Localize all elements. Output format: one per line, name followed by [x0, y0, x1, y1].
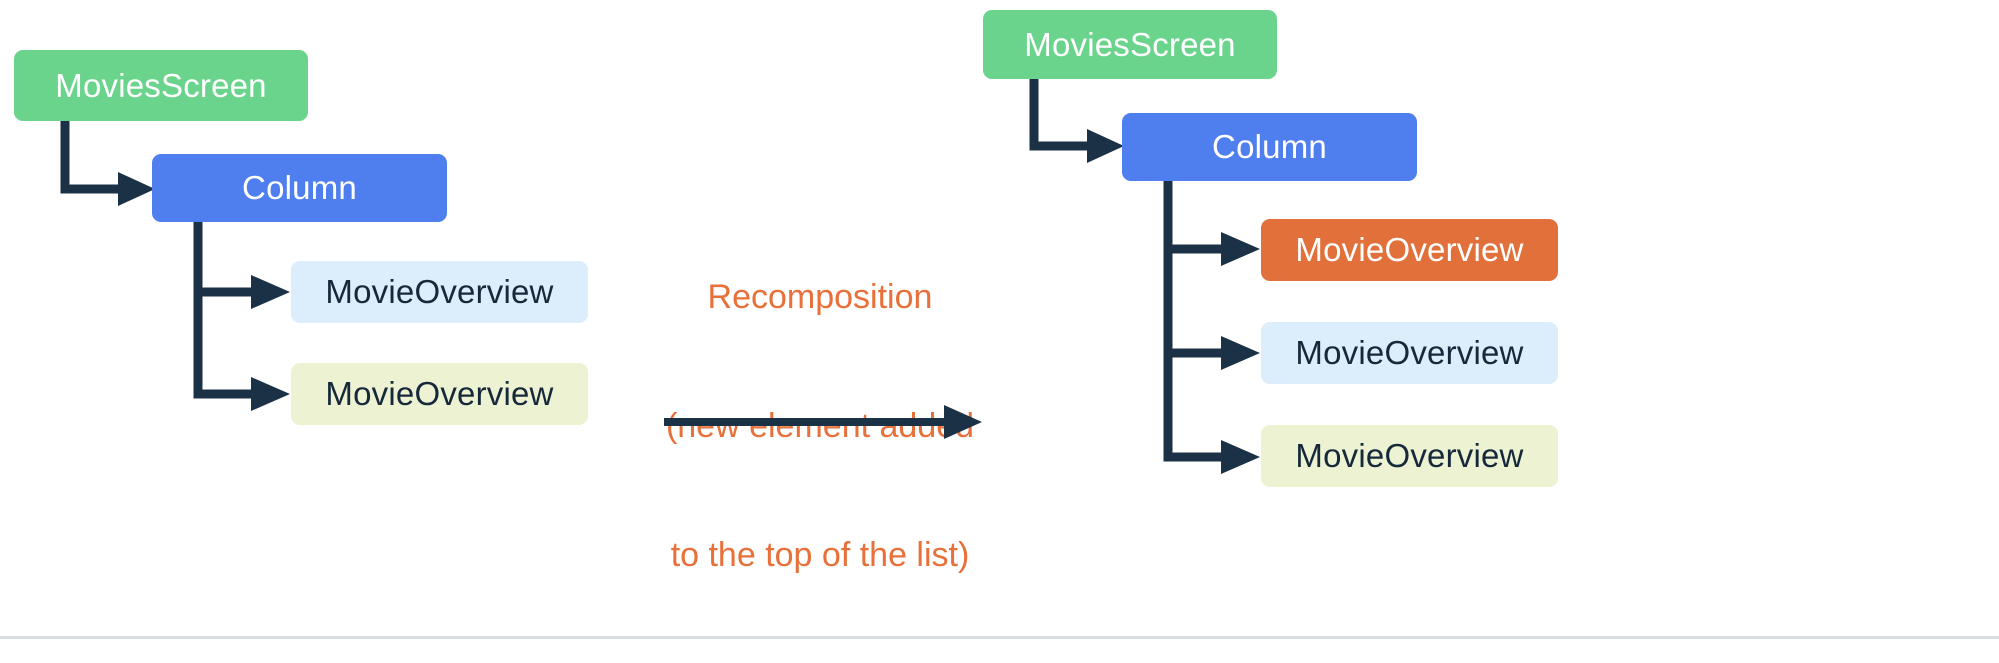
before-node-moviesscreen[interactable]: MoviesScreen [14, 50, 308, 121]
caption-line-2: (new element added [665, 407, 975, 445]
after-node-movieoverview-new[interactable]: MovieOverview [1261, 219, 1558, 281]
node-label: Column [1212, 128, 1327, 165]
after-node-column[interactable]: Column [1122, 113, 1417, 181]
node-label: MovieOverview [1295, 231, 1524, 268]
after-node-moviesscreen[interactable]: MoviesScreen [983, 10, 1277, 79]
caption-line-1: Recomposition [707, 278, 933, 316]
connector-before-column-to-children [193, 222, 303, 412]
diagram-canvas: MoviesScreen Column MovieOverview MovieO… [0, 10, 1999, 639]
after-node-movieoverview-2[interactable]: MovieOverview [1261, 322, 1558, 384]
after-node-movieoverview-3[interactable]: MovieOverview [1261, 425, 1558, 487]
node-label: MovieOverview [325, 375, 554, 412]
caption-line-3: to the top of the list) [670, 536, 970, 574]
before-node-column[interactable]: Column [152, 154, 447, 222]
node-label: Column [242, 169, 357, 206]
before-node-movieoverview-1[interactable]: MovieOverview [291, 261, 588, 323]
connector-before-screen-to-column [60, 121, 160, 206]
connector-after-column-to-children [1163, 181, 1273, 476]
bottom-divider [0, 636, 1999, 639]
node-label: MoviesScreen [1024, 25, 1236, 63]
node-label: MovieOverview [1295, 334, 1524, 371]
node-label: MovieOverview [1295, 437, 1524, 474]
node-label: MoviesScreen [55, 66, 267, 104]
recomposition-caption: Recomposition (new element added to the … [655, 190, 985, 663]
connector-after-screen-to-column [1029, 79, 1129, 163]
node-label: MovieOverview [325, 273, 554, 310]
before-node-movieoverview-2[interactable]: MovieOverview [291, 363, 588, 425]
